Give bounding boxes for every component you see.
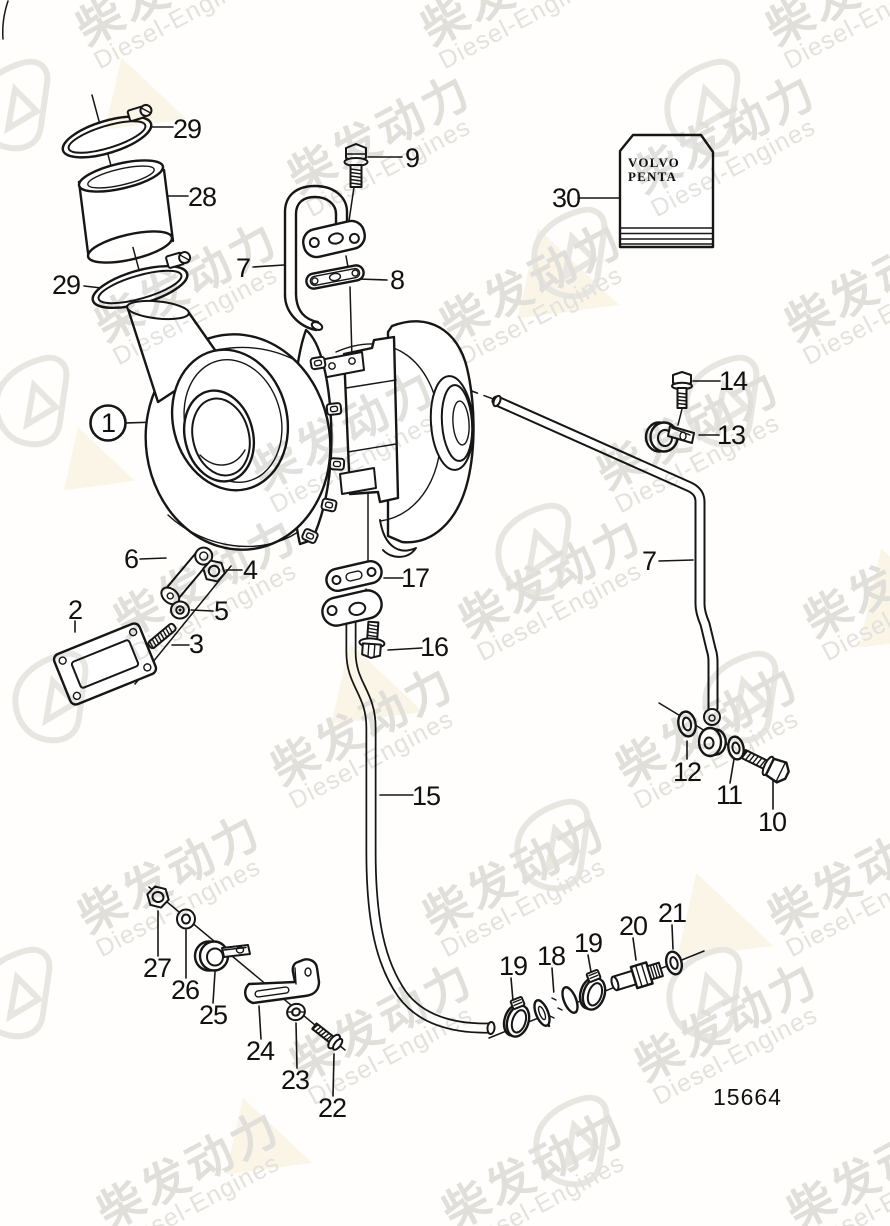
part-5-washer [170, 600, 190, 620]
part-19-clamp-a [502, 996, 531, 1038]
part-29-hose-clamp-lower [91, 251, 192, 310]
callout-19: 19 [574, 928, 602, 958]
part-12-washer [677, 710, 697, 738]
part-13-clamp [644, 421, 695, 453]
callout-11: 11 [716, 780, 742, 810]
part-20-nipple [610, 961, 664, 992]
callout-20: 20 [619, 911, 647, 941]
callout-29: 29 [52, 270, 80, 300]
brand-box-line2: PENTA [628, 169, 677, 184]
callout-29: 29 [173, 114, 201, 144]
callout-4: 4 [243, 555, 258, 585]
part-10-banjo-bolt [740, 749, 790, 784]
part-25-clamp [193, 940, 251, 972]
callout-7: 7 [642, 546, 656, 576]
callout-5: 5 [214, 596, 228, 626]
callout-25: 25 [199, 1000, 227, 1030]
callout-18: 18 [537, 941, 565, 971]
figure-number: 15664 [713, 1084, 782, 1110]
part-8-gasket [305, 264, 365, 290]
callout-8: 8 [390, 265, 404, 295]
part-1-turbocharger [125, 299, 475, 558]
part-15-return-pipe [321, 589, 496, 1035]
part-18-hose [533, 986, 579, 1028]
part-30-gasket-kit-box: VOLVO PENTA [618, 133, 715, 249]
callout-3: 3 [189, 629, 203, 659]
callout-14: 14 [719, 366, 748, 396]
callout-22: 22 [318, 1093, 346, 1123]
part-26-washer [176, 908, 196, 930]
part-23-washer [286, 1002, 306, 1022]
callout-13: 13 [717, 420, 745, 450]
callout-16: 16 [420, 632, 448, 662]
part-19-clamp-b [578, 969, 607, 1011]
part-3-stud [147, 622, 177, 650]
vband-bolts [301, 355, 346, 544]
banjo-union [697, 726, 727, 758]
part-28-hose [77, 159, 175, 264]
callout-26: 26 [171, 975, 199, 1005]
callout-23: 23 [281, 1065, 309, 1095]
callout-9: 9 [405, 143, 419, 173]
callout-2: 2 [68, 595, 82, 625]
part-14-bolt [671, 371, 693, 409]
callout-12: 12 [673, 757, 701, 787]
part-7-oil-pipe-upper [283, 184, 366, 332]
callout-19: 19 [499, 951, 527, 981]
callout-27: 27 [143, 953, 171, 983]
callout-24: 24 [246, 1036, 275, 1066]
part-16-bolt [358, 620, 386, 659]
part-27-nut [146, 885, 170, 909]
callout-6: 6 [124, 544, 138, 574]
part-22-screw [311, 1022, 344, 1051]
callout-1: 1 [101, 408, 115, 438]
callout-10: 10 [758, 807, 786, 837]
part-2-gasket [52, 622, 158, 706]
callout-7: 7 [236, 253, 250, 283]
callout-17: 17 [401, 563, 429, 593]
callout-30: 30 [552, 183, 580, 213]
part-21-washer [664, 950, 684, 976]
callout-21: 21 [658, 898, 686, 928]
callout-15: 15 [412, 781, 440, 811]
part-17-gasket [325, 559, 383, 593]
part-24-bracket [244, 958, 321, 1005]
part-4-nut [202, 559, 226, 583]
callout-28: 28 [188, 182, 216, 212]
brand-box-line1: VOLVO [628, 155, 680, 170]
part-9-bolt [343, 143, 369, 188]
